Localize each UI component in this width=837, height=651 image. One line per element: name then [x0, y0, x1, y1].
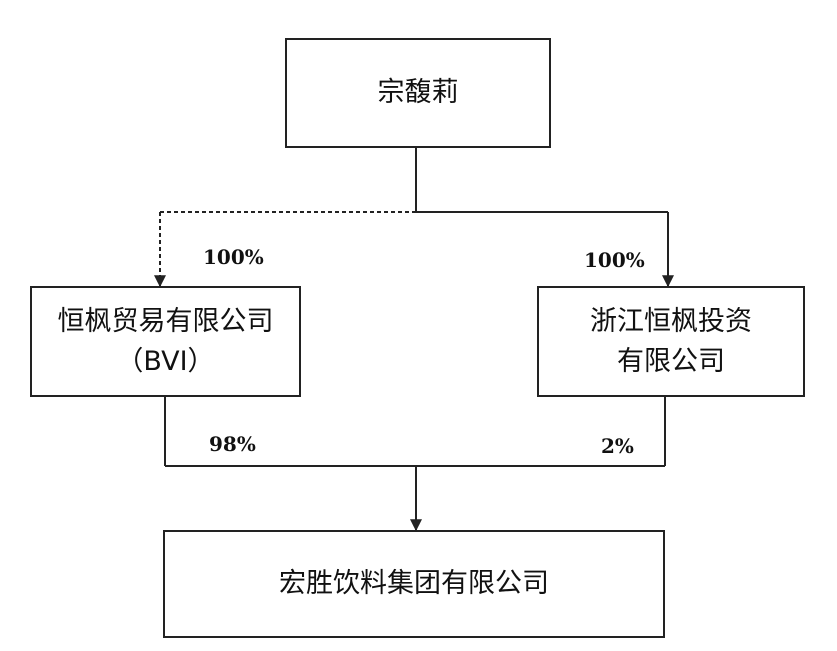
owner-to-zhejiang-percent: 100%	[584, 248, 645, 272]
bvi-company-line1: 恒枫贸易有限公司	[57, 305, 274, 337]
zhejiang-company-line1: 浙江恒枫投资	[590, 305, 752, 337]
bvi-to-group-percent: 98%	[209, 432, 256, 456]
bvi-company-line2: （BVI）	[116, 345, 215, 377]
group-company-node: 宏胜饮料集团有限公司	[163, 530, 665, 638]
bvi-company-node: 恒枫贸易有限公司 （BVI）	[30, 286, 301, 397]
owner-to-bvi-percent: 100%	[203, 245, 264, 269]
zhejiang-to-group-percent: 2%	[601, 434, 634, 458]
owner-node: 宗馥莉	[285, 38, 551, 148]
owner-label: 宗馥莉	[377, 77, 459, 108]
zhejiang-company-line2: 有限公司	[617, 345, 725, 377]
group-company-label: 宏胜饮料集团有限公司	[279, 568, 549, 599]
zhejiang-company-node: 浙江恒枫投资 有限公司	[537, 286, 805, 397]
